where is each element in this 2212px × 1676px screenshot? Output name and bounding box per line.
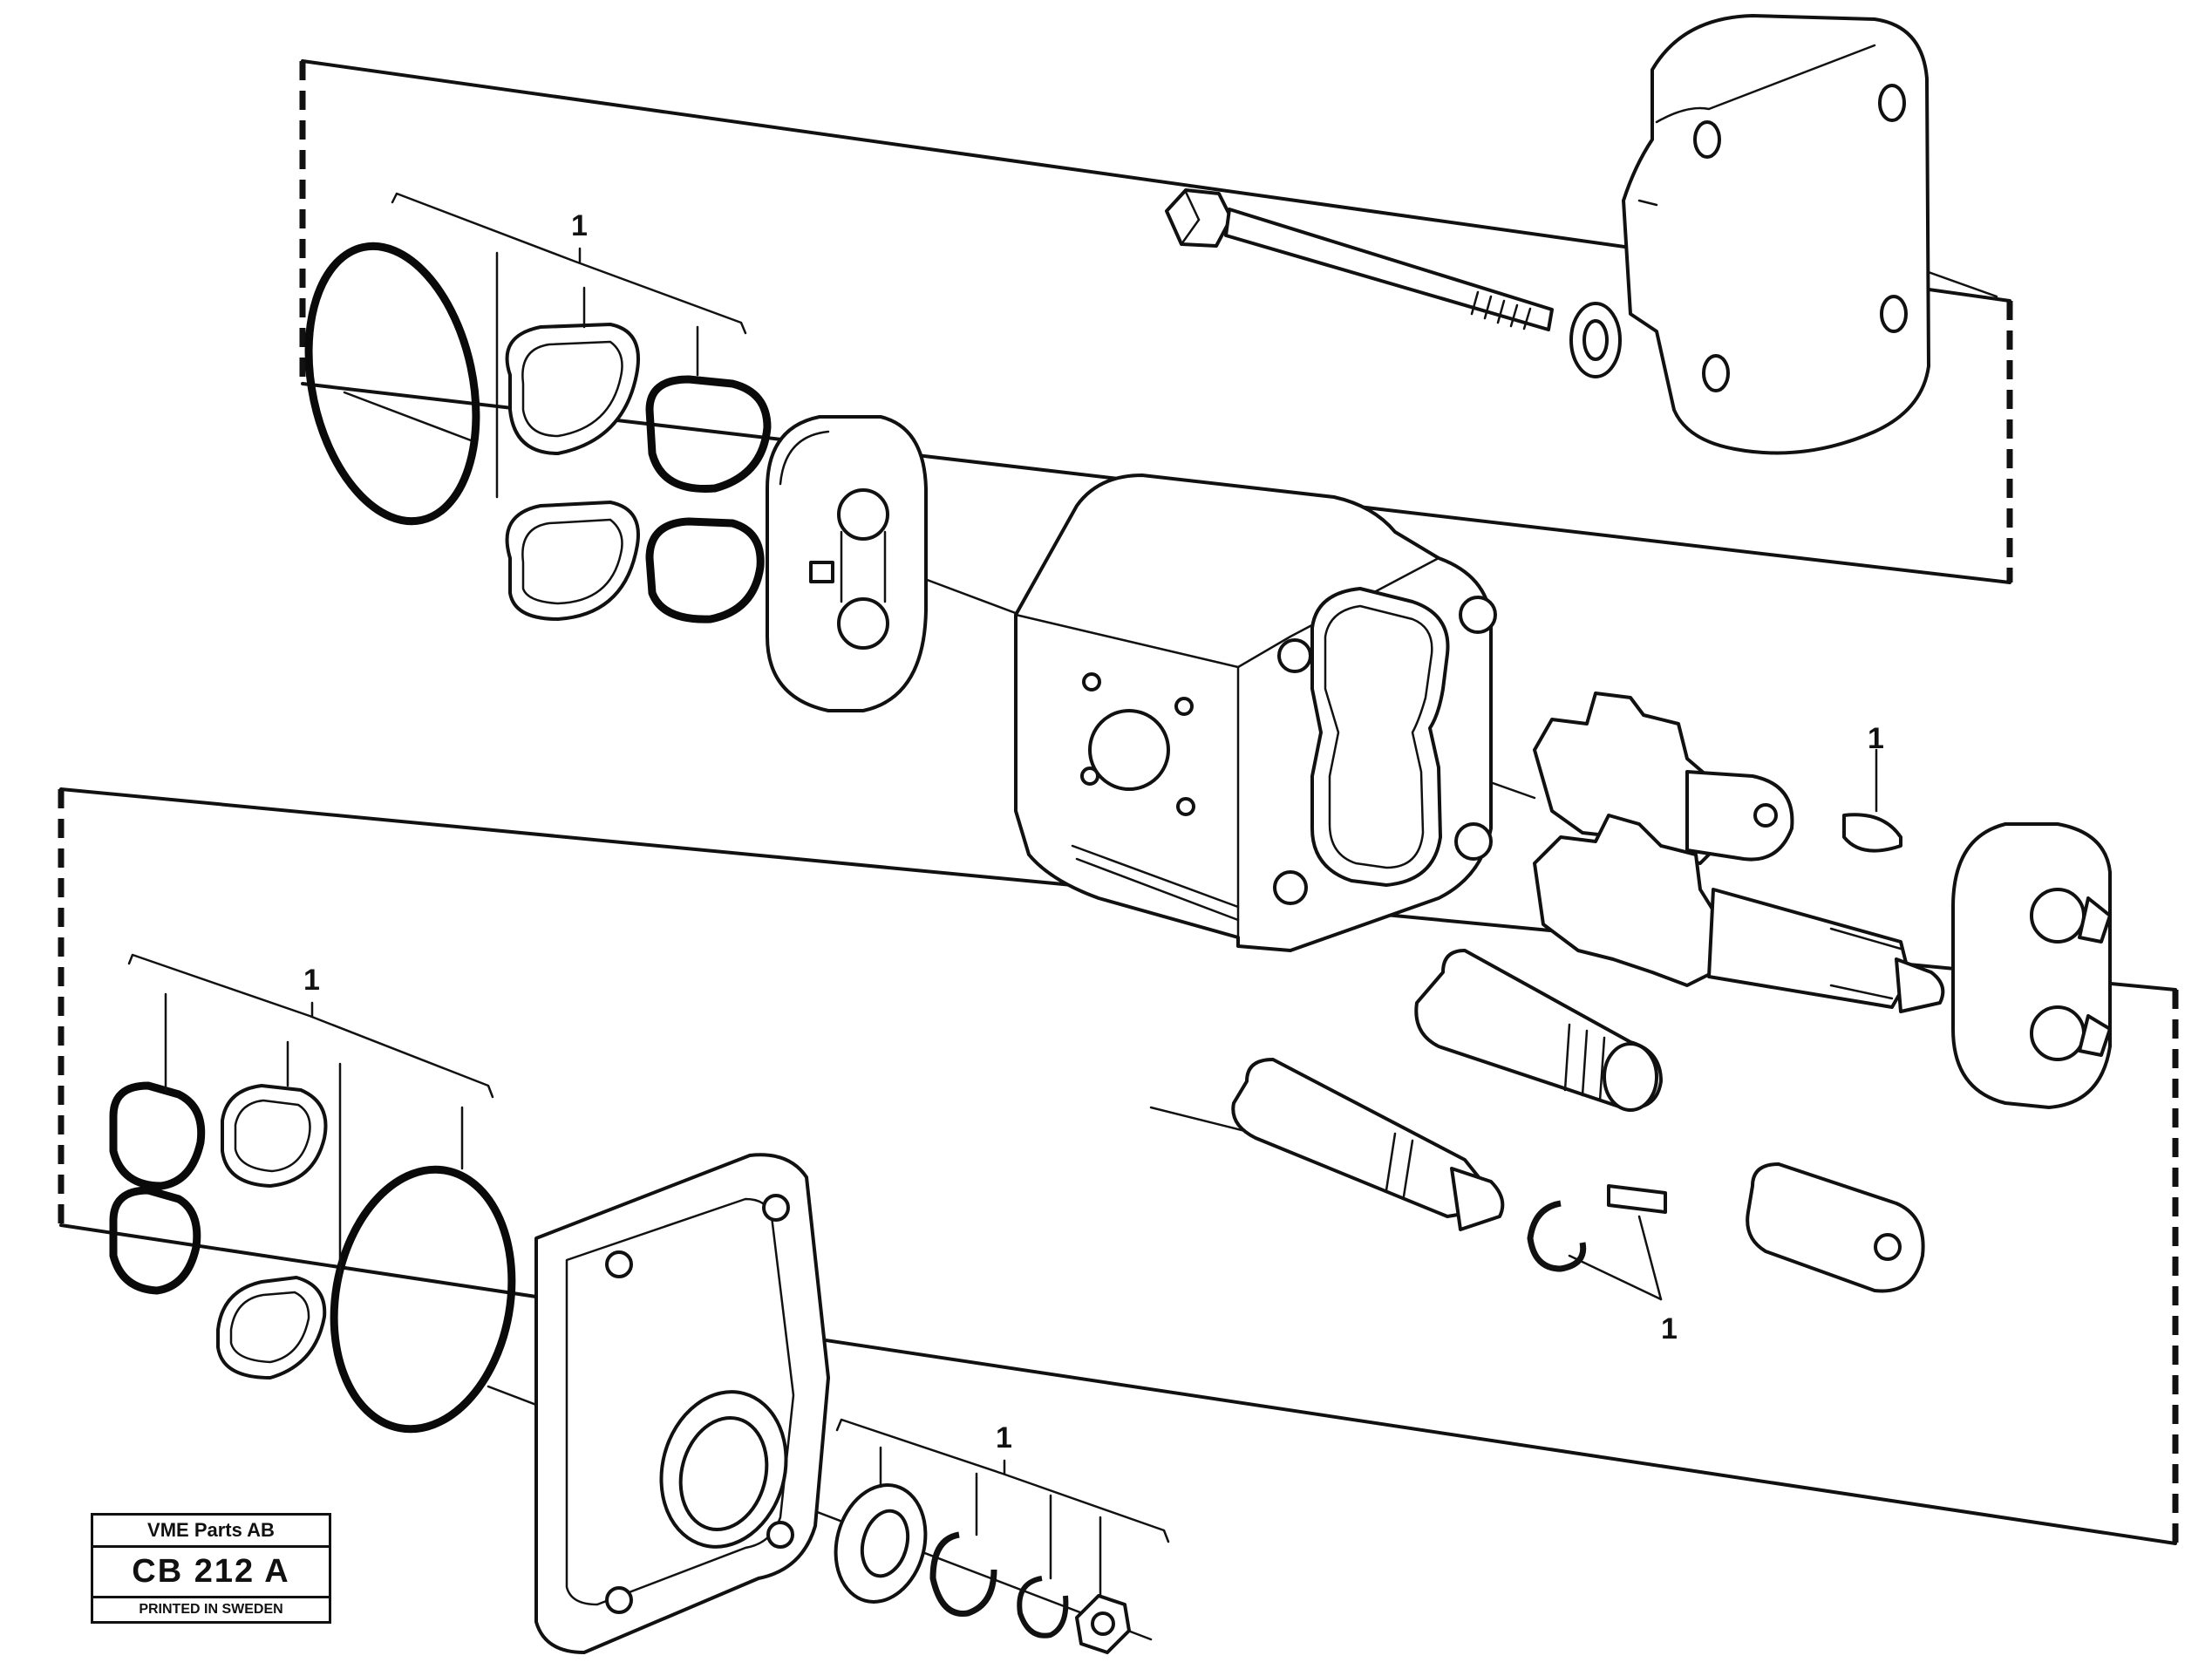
lower-bushing-block	[1951, 822, 2112, 1109]
drive-gear-lower	[1533, 814, 1945, 1013]
shaft-seal-set	[834, 1483, 1131, 1654]
stamp-printed: PRINTED IN SWEDEN	[139, 1602, 283, 1617]
callout-top-left-group: 1	[571, 209, 588, 242]
drawing-stamp: VME Parts AB CB 212 A PRINTED IN SWEDEN	[91, 1513, 331, 1624]
long-bolt	[1165, 188, 1622, 378]
pump-housing	[1014, 474, 1497, 952]
stamp-code: CB 212 A	[93, 1548, 329, 1598]
plug-cylinder	[1746, 1162, 1925, 1293]
lower-seal-set	[109, 1081, 516, 1434]
callout-bottom-seals-group: 1	[996, 1421, 1012, 1455]
upper-seal-set	[304, 242, 772, 623]
woodruff-key	[1842, 813, 1902, 853]
rear-cover	[1622, 14, 1930, 455]
group-brackets	[127, 192, 1878, 1598]
callout-bottom-left-group: 1	[303, 964, 320, 997]
drive-shaft	[1231, 1058, 1505, 1231]
front-cover	[534, 1153, 830, 1654]
stamp-company: VME Parts AB	[93, 1516, 329, 1548]
upper-bushing-block	[766, 415, 928, 712]
callout-key-right: 1	[1868, 722, 1884, 755]
coupling-sleeve	[1414, 949, 1663, 1112]
bolt-threads	[1470, 290, 1532, 330]
retaining-ring-and-key	[1527, 1184, 1667, 1272]
callout-ring-key-pair: 1	[1661, 1312, 1678, 1346]
